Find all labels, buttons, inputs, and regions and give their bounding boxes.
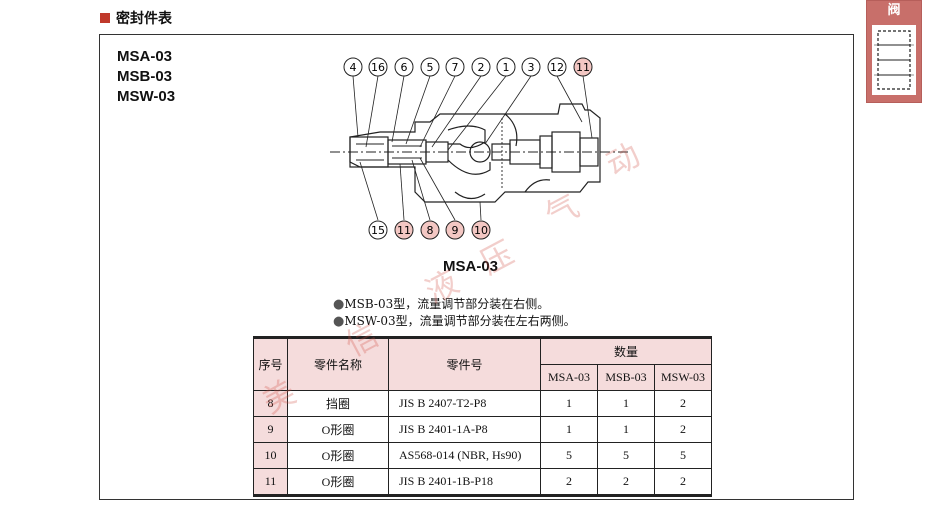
cell-name: O形圈 <box>287 416 389 443</box>
table-row: 9 O形圈 JIS B 2401-1A-P8 1 1 2 <box>253 416 712 443</box>
callout: 6 <box>394 57 414 77</box>
table-row: 8 挡圈 JIS B 2407-T2-P8 1 1 2 <box>253 390 712 417</box>
cell-qty: 1 <box>597 390 655 417</box>
cell-qty: 5 <box>654 442 712 469</box>
svg-text:8: 8 <box>427 224 434 237</box>
svg-text:15: 15 <box>371 224 385 237</box>
cell-part-number: AS568-014 (NBR, Hs90) <box>388 442 541 469</box>
cell-no: 11 <box>253 468 288 497</box>
cell-qty: 2 <box>654 468 712 497</box>
callout: 4 <box>343 57 363 77</box>
cell-qty: 1 <box>597 416 655 443</box>
note-line: ●MSW-03型，流量调节部分装在左右两侧。 <box>333 313 576 330</box>
valve-cross-section-diagram: 4 16 6 5 7 2 1 3 12 11 15 11 8 9 10 <box>330 57 630 240</box>
callout: 1 <box>496 57 516 77</box>
cell-part-number: JIS B 2401-1A-P8 <box>388 416 541 443</box>
cell-part-number: JIS B 2407-T2-P8 <box>388 390 541 417</box>
cell-no: 8 <box>253 390 288 417</box>
callout-highlighted: 9 <box>445 220 465 240</box>
col-header-model: MSW-03 <box>654 364 712 391</box>
callout: 2 <box>471 57 491 77</box>
side-category-tab[interactable]: 阀 <box>866 0 922 103</box>
table-row: 11 O形圈 JIS B 2401-1B-P18 2 2 2 <box>253 468 712 497</box>
cell-qty: 2 <box>540 468 598 497</box>
col-header-quantity: 数量 <box>540 336 712 365</box>
cell-name: O形圈 <box>287 442 389 469</box>
callout: 3 <box>521 57 541 77</box>
col-header-model: MSB-03 <box>597 364 655 391</box>
svg-text:11: 11 <box>576 61 590 74</box>
callout: 7 <box>445 57 465 77</box>
side-tab-title: 阀 <box>887 3 901 18</box>
callout: 12 <box>547 57 567 77</box>
table-row: 10 O形圈 AS568-014 (NBR, Hs90) 5 5 5 <box>253 442 712 469</box>
svg-text:1: 1 <box>503 61 510 74</box>
cell-qty: 5 <box>597 442 655 469</box>
cell-part-number: JIS B 2401-1B-P18 <box>388 468 541 497</box>
callout-highlighted: 8 <box>420 220 440 240</box>
svg-text:2: 2 <box>478 61 485 74</box>
section-title: 密封件表 <box>116 11 172 27</box>
callout-highlighted: 11 <box>573 57 593 77</box>
callout: 15 <box>368 220 388 240</box>
header-marker <box>100 13 110 23</box>
col-header-model: MSA-03 <box>540 364 598 391</box>
valve-icon <box>872 25 916 95</box>
svg-text:5: 5 <box>427 61 434 74</box>
cell-qty: 2 <box>654 390 712 417</box>
model-name: MSB-03 <box>117 68 173 85</box>
cell-qty: 5 <box>540 442 598 469</box>
cell-no: 10 <box>253 442 288 469</box>
svg-text:16: 16 <box>371 61 385 74</box>
notes: ●MSB-03型，流量调节部分装在右侧。 ●MSW-03型，流量调节部分装在左右… <box>333 296 576 330</box>
svg-text:7: 7 <box>452 61 459 74</box>
note-line: ●MSB-03型，流量调节部分装在右侧。 <box>333 296 576 313</box>
cell-name: O形圈 <box>287 468 389 497</box>
model-list: MSA-03 MSB-03 MSW-03 <box>117 47 175 107</box>
svg-text:4: 4 <box>350 61 357 74</box>
callout: 5 <box>420 57 440 77</box>
cell-name: 挡圈 <box>287 390 389 417</box>
cell-no: 9 <box>253 416 288 443</box>
diagram-caption: MSA-03 <box>443 258 499 275</box>
model-name: MSA-03 <box>117 48 173 65</box>
cell-qty: 2 <box>597 468 655 497</box>
cell-qty: 1 <box>540 390 598 417</box>
svg-text:10: 10 <box>474 224 488 237</box>
svg-text:12: 12 <box>550 61 564 74</box>
note-text: MSW-03型，流量调节部分装在左右两侧。 <box>344 314 576 328</box>
callout-highlighted: 10 <box>471 220 491 240</box>
col-header-name: 零件名称 <box>287 336 389 391</box>
callout: 16 <box>368 57 388 77</box>
cell-qty: 1 <box>540 416 598 443</box>
content-frame <box>99 34 854 500</box>
cell-qty: 2 <box>654 416 712 443</box>
svg-text:3: 3 <box>528 61 535 74</box>
col-header-no: 序号 <box>253 336 288 391</box>
svg-text:11: 11 <box>397 224 411 237</box>
bullet-icon: ● <box>333 297 345 312</box>
note-text: MSB-03型，流量调节部分装在右侧。 <box>344 297 550 311</box>
svg-text:6: 6 <box>401 61 408 74</box>
col-header-part-number: 零件号 <box>388 336 541 391</box>
bullet-icon: ● <box>333 314 345 329</box>
callout-highlighted: 11 <box>394 220 414 240</box>
svg-text:9: 9 <box>452 224 459 237</box>
model-name: MSW-03 <box>117 88 176 105</box>
section-header: 密封件表 <box>100 8 172 28</box>
seal-parts-table: 序号 零件名称 零件号 数量 MSA-03 MSB-03 MSW-03 8 挡圈… <box>253 336 712 497</box>
